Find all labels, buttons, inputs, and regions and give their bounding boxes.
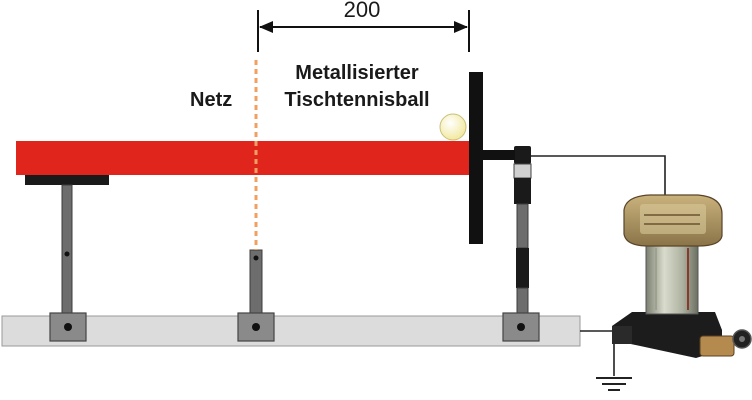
dimension-label: 200 <box>344 0 381 22</box>
dimension-marker: 200 <box>257 0 470 52</box>
base-rail <box>1 315 581 347</box>
ping-pong-ball <box>439 113 467 141</box>
net-post <box>237 249 275 342</box>
connection-wire <box>531 155 666 195</box>
right-support <box>502 146 540 342</box>
table-top <box>16 141 472 175</box>
net-label: Netz <box>190 89 232 111</box>
ball-label-line2: Tischtennisball <box>284 89 429 111</box>
left-support <box>25 173 109 342</box>
high-voltage-generator <box>612 194 752 358</box>
ball-label-line1: Metallisierter <box>295 62 419 84</box>
electrode-plate <box>469 72 515 244</box>
